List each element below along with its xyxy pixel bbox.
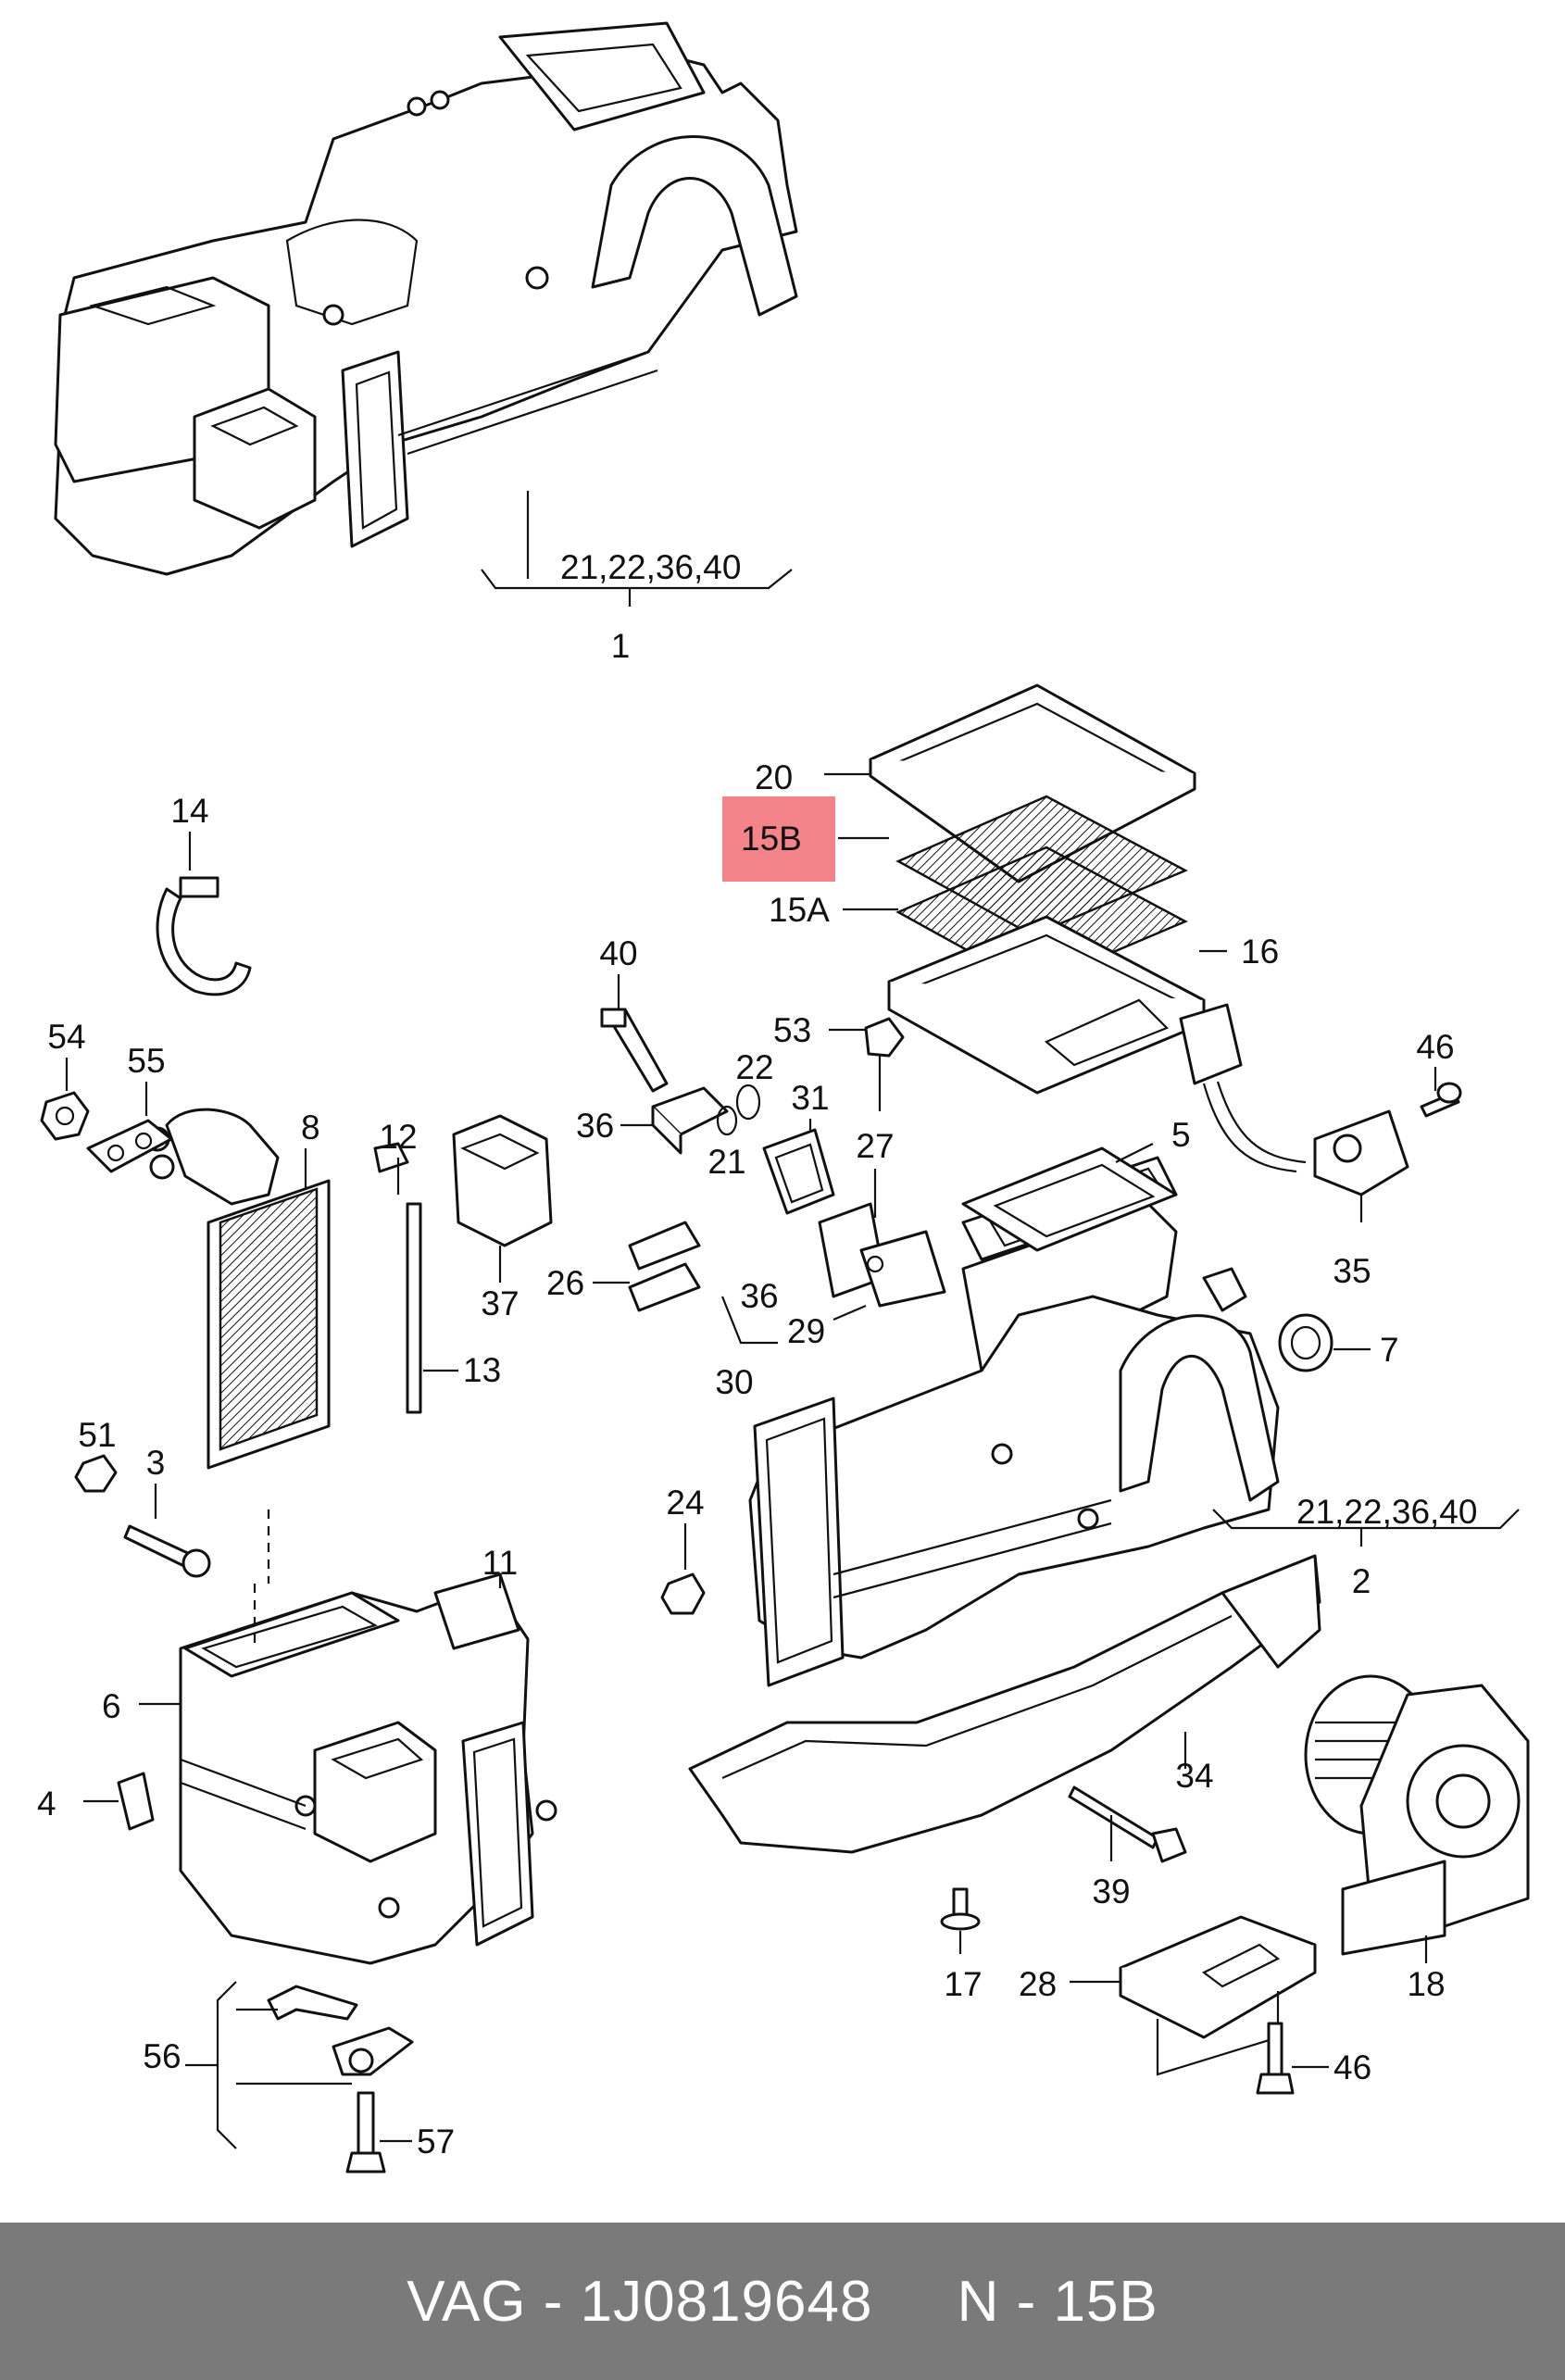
label-8: 8 bbox=[301, 1109, 320, 1146]
bolt-3 bbox=[123, 1524, 211, 1578]
label-53: 53 bbox=[773, 1011, 811, 1049]
label-6: 6 bbox=[102, 1687, 121, 1725]
part-number-text: VAG - 1J0819648 N - 15B bbox=[407, 2269, 1158, 2334]
highlight-15b bbox=[722, 796, 835, 882]
label-3: 3 bbox=[146, 1444, 166, 1482]
gasket-55 bbox=[86, 1119, 173, 1173]
label-57: 57 bbox=[417, 2123, 455, 2161]
rod-39 bbox=[1068, 1785, 1187, 1863]
hose-12-13 bbox=[373, 1142, 422, 1414]
label-46b: 46 bbox=[1333, 2048, 1371, 2086]
grommet-7 bbox=[1278, 1313, 1333, 1372]
exploded-parts-diagram: 21,22,36,40 1 20 15B 15A 16 14 8 54 bbox=[37, 21, 1530, 2173]
flap-5 bbox=[961, 1146, 1178, 1252]
label-15b: 15B bbox=[741, 820, 802, 858]
label-26: 26 bbox=[546, 1264, 584, 1302]
label-15a: 15A bbox=[769, 891, 830, 929]
label-40: 40 bbox=[599, 934, 637, 972]
label-55: 55 bbox=[127, 1042, 165, 1080]
nut-53 bbox=[864, 1017, 905, 1058]
label-24: 24 bbox=[666, 1484, 704, 1522]
label-1: 1 bbox=[611, 627, 631, 665]
lever-56 bbox=[267, 1985, 414, 2076]
heater-housing-assembly-top bbox=[54, 21, 798, 576]
label-20: 20 bbox=[755, 758, 793, 796]
label-36a: 36 bbox=[576, 1107, 614, 1145]
label-18: 18 bbox=[1407, 1965, 1445, 2003]
label-21-group-top: 21,22,36,40 bbox=[560, 548, 741, 586]
label-11: 11 bbox=[482, 1544, 518, 1582]
label-13: 13 bbox=[463, 1351, 501, 1389]
clip-17 bbox=[940, 1887, 981, 1931]
label-31: 31 bbox=[791, 1079, 829, 1117]
label-21-group-mid: 21,22,36,40 bbox=[1296, 1493, 1477, 1531]
label-56: 56 bbox=[143, 2037, 181, 2075]
label-34: 34 bbox=[1175, 1757, 1213, 1795]
label-7: 7 bbox=[1380, 1331, 1399, 1369]
control-unit-28 bbox=[1119, 1915, 1317, 2039]
harness-35 bbox=[1179, 1003, 1409, 1196]
heater-core-8 bbox=[144, 1108, 331, 1470]
part-36 bbox=[651, 1086, 729, 1155]
label-2: 2 bbox=[1352, 1562, 1371, 1600]
label-54: 54 bbox=[47, 1018, 85, 1056]
clip-4 bbox=[117, 1772, 155, 1831]
label-17: 17 bbox=[944, 1965, 982, 2003]
label-5: 5 bbox=[1171, 1116, 1191, 1154]
label-46a: 46 bbox=[1416, 1028, 1454, 1066]
label-16: 16 bbox=[1241, 933, 1279, 971]
screw-46-top bbox=[1420, 1082, 1462, 1118]
dust-filter-stack bbox=[869, 683, 1206, 1095]
label-4: 4 bbox=[37, 1785, 56, 1823]
label-22: 22 bbox=[735, 1048, 773, 1086]
label-29: 29 bbox=[787, 1312, 825, 1350]
cover-37 bbox=[452, 1114, 553, 1247]
label-14: 14 bbox=[170, 792, 208, 830]
nut-51 bbox=[74, 1454, 118, 1493]
label-35: 35 bbox=[1333, 1252, 1371, 1290]
air-duct-34 bbox=[688, 1554, 1321, 1854]
label-12: 12 bbox=[379, 1118, 417, 1156]
label-36b: 36 bbox=[740, 1277, 778, 1315]
bolt-40 bbox=[600, 1008, 669, 1093]
label-21: 21 bbox=[707, 1143, 745, 1181]
heater-housing-6 bbox=[179, 1572, 557, 1965]
nut-24 bbox=[660, 1572, 706, 1615]
label-27: 27 bbox=[856, 1127, 894, 1165]
bolt-57 bbox=[345, 2091, 386, 2173]
part-number-footer: VAG - 1J0819648 N - 15B bbox=[0, 2223, 1565, 2380]
label-39: 39 bbox=[1092, 1873, 1130, 1910]
blower-motor-18 bbox=[1304, 1674, 1530, 1956]
label-37: 37 bbox=[481, 1284, 519, 1322]
flange-27-29 bbox=[818, 1202, 946, 1308]
label-30: 30 bbox=[715, 1363, 753, 1401]
bracket-54 bbox=[40, 1091, 90, 1141]
plates-26 bbox=[628, 1221, 701, 1312]
screw-46-bottom bbox=[1256, 2022, 1295, 2095]
label-51: 51 bbox=[78, 1416, 116, 1454]
clip-14 bbox=[156, 876, 252, 996]
gasket-31 bbox=[762, 1128, 835, 1215]
label-28: 28 bbox=[1019, 1965, 1057, 2003]
